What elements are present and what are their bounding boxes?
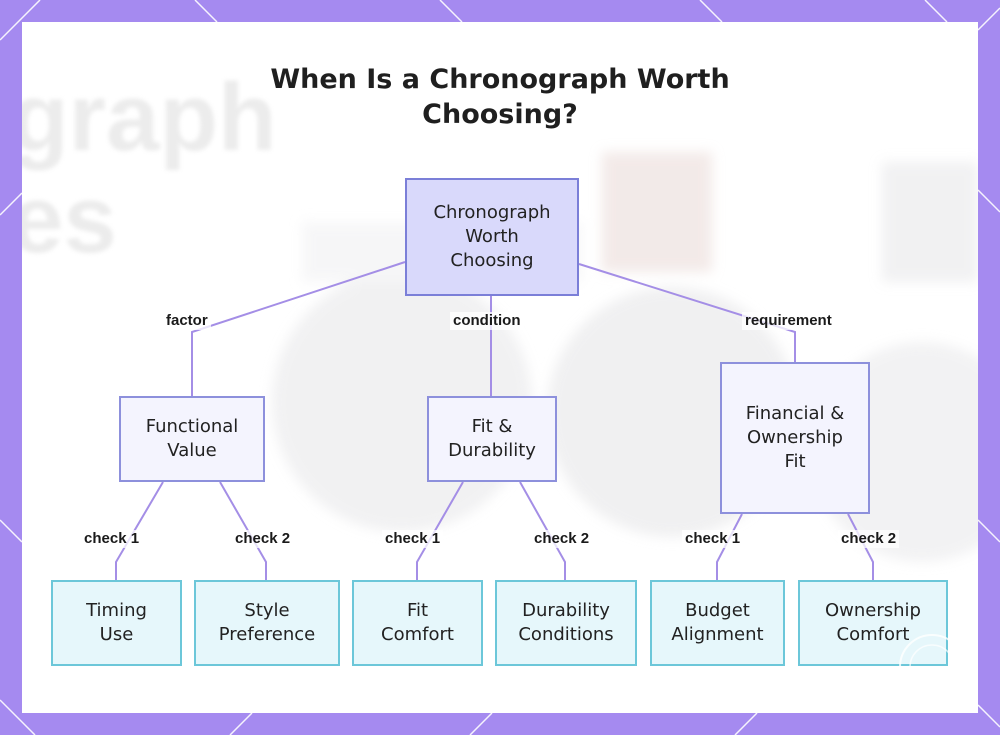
edge-label-requirement: requirement xyxy=(742,312,835,330)
branch-node-functional-value: Functional Value xyxy=(119,396,265,482)
leaf-node-ownership-comfort: Ownership Comfort xyxy=(798,580,948,666)
branch-node-label: Fit & Durability xyxy=(448,416,536,461)
edge-label-check-2: check 2 xyxy=(232,530,294,548)
leaf-node-label: Budget Alignment xyxy=(671,600,764,645)
leaf-node-timing-use: Timing Use xyxy=(51,580,182,666)
edge-fit-comfort xyxy=(416,481,464,580)
root-node-label: Chronograph Worth Choosing xyxy=(433,202,551,271)
edge-label-check-1: check 1 xyxy=(81,530,143,548)
edge-root-financial-fit xyxy=(578,263,796,362)
edge-label-factor: factor xyxy=(163,312,211,330)
edge-label-condition: condition xyxy=(450,312,524,330)
branch-node-fit-durability: Fit & Durability xyxy=(427,396,557,482)
edge-label-check-1: check 1 xyxy=(382,530,444,548)
leaf-node-label: Style Preference xyxy=(218,600,316,645)
edge-functional-timing xyxy=(115,481,164,580)
edge-layer xyxy=(115,261,874,580)
edge-root-functional-value xyxy=(191,261,406,396)
edge-label-check-2: check 2 xyxy=(838,530,900,548)
leaf-node-label: Timing Use xyxy=(86,600,147,645)
leaf-node-budget-alignment: Budget Alignment xyxy=(650,580,785,666)
branch-node-label: Financial & Ownership Fit xyxy=(745,403,845,472)
branch-node-label: Functional Value xyxy=(145,416,239,461)
edge-label-check-1: check 1 xyxy=(682,530,744,548)
background-word: graph xyxy=(22,64,277,171)
root-node: Chronograph Worth Choosing xyxy=(405,178,579,296)
watermark-seal-icon xyxy=(899,634,965,700)
leaf-node-label: Fit Comfort xyxy=(381,600,454,645)
edge-label-check-2: check 2 xyxy=(531,530,593,548)
edge-fit-durability xyxy=(519,481,566,580)
leaf-node-fit-comfort: Fit Comfort xyxy=(352,580,483,666)
leaf-node-label: Durability Conditions xyxy=(518,600,614,645)
leaf-node-style-preference: Style Preference xyxy=(194,580,340,666)
leaf-node-label: Ownership Comfort xyxy=(825,600,921,645)
edge-functional-style xyxy=(219,481,267,580)
background-word: es xyxy=(22,166,117,273)
diagram-title: When Is a Chronograph Worth Choosing? xyxy=(270,64,730,130)
leaf-node-durability-conditions: Durability Conditions xyxy=(495,580,637,666)
diagram-card: graph es When Is a Chronograph Worth Cho… xyxy=(22,22,978,713)
branch-node-financial-ownership-fit: Financial & Ownership Fit xyxy=(720,362,870,514)
